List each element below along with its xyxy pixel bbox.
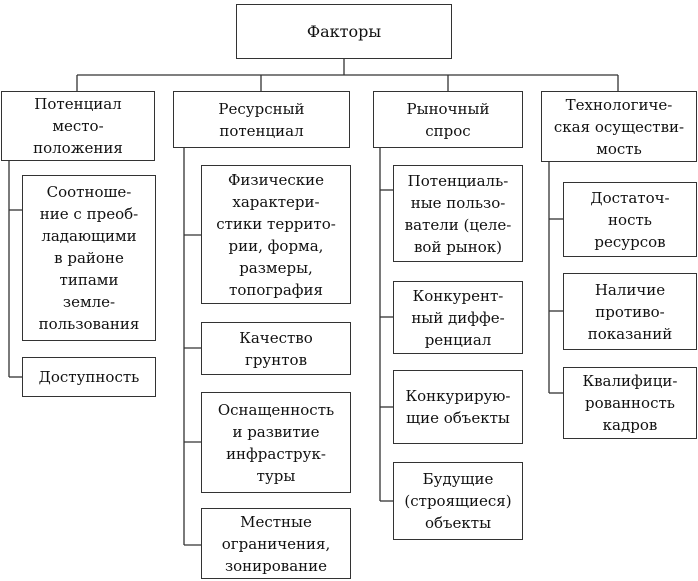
factor-node: Физические характери- стики террито- рии… (201, 165, 351, 304)
factor-node: Местные ограничения, зонирование (201, 508, 351, 579)
root-node: Факторы (236, 4, 452, 59)
factor-node: Потенциаль- ные пользо- ватели (целе- во… (393, 165, 523, 262)
factor-node: Доступность (22, 357, 156, 397)
group-node-market-demand: Рыночный спрос (373, 91, 523, 148)
factor-node: Соотноше- ние с преоб- ладающими в район… (22, 175, 156, 341)
factor-node: Оснащенность и развитие инфраструк- туры (201, 392, 351, 493)
factor-node: Конкурент- ный диффе- ренциал (393, 281, 523, 354)
factor-node: Будущие (строящиеся) объекты (393, 462, 523, 540)
factor-node: Качество грунтов (201, 322, 351, 375)
factor-node: Наличие противо- показаний (563, 273, 697, 350)
group-node-location-potential: Потенциал место- положения (1, 91, 155, 161)
factor-node: Достаточ- ность ресурсов (563, 182, 697, 257)
factor-node: Квалифици- рованность кадров (563, 367, 697, 439)
group-node-technological-feasibility: Технологиче- ская осуществи- мость (541, 91, 697, 162)
factor-node: Конкурирую- щие объекты (393, 370, 523, 444)
group-node-resource-potential: Ресурсный потенциал (173, 91, 350, 148)
